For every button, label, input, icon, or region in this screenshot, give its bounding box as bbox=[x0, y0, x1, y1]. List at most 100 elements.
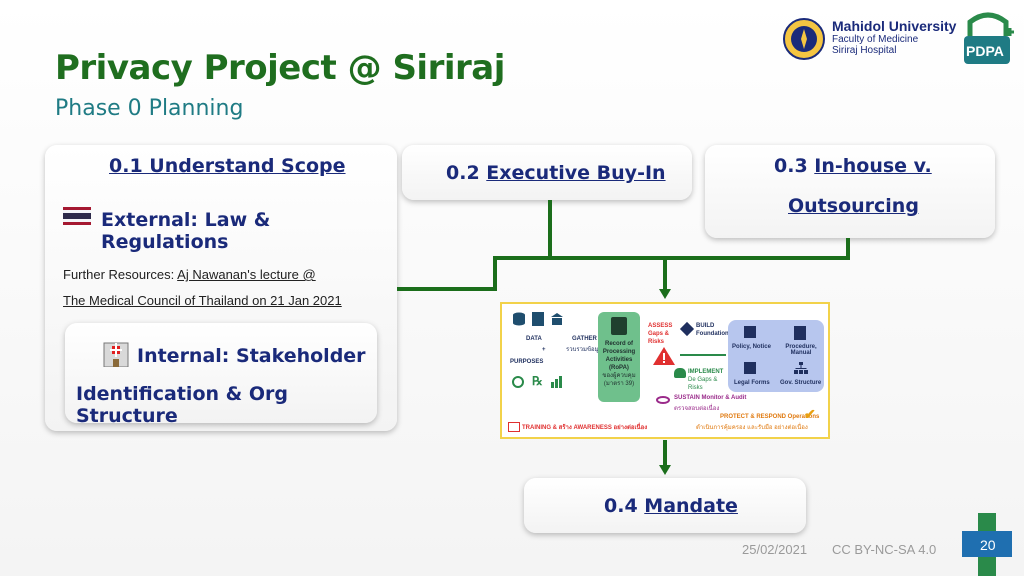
page-subtitle: Phase 0 Planning bbox=[55, 96, 244, 121]
book-icon bbox=[794, 326, 806, 340]
arrow-down-icon bbox=[659, 465, 671, 475]
protect-label: PROTECT & RESPOND Operations bbox=[720, 414, 820, 420]
internal-stakeholder-card: Internal: Stakeholder Identification & O… bbox=[65, 323, 377, 427]
rx-icon: ℞ bbox=[532, 374, 543, 388]
policy-icon bbox=[744, 326, 756, 338]
gather-th-label: รวบรวมข้อมูล bbox=[566, 347, 603, 353]
checkmark-icon: ✔ bbox=[804, 406, 816, 422]
ropa-line: Activities bbox=[605, 357, 633, 363]
inhouse-num: 0.3 bbox=[774, 155, 815, 177]
gov-label: Gov. Structure bbox=[780, 380, 822, 386]
assess-line: Risks bbox=[648, 339, 665, 345]
process-diagram: DATA + PURPOSES ℞ GATHER รวบรวมข้อมูล Re… bbox=[500, 302, 830, 439]
ropa-line: ของผู้ควบคุม bbox=[602, 373, 636, 379]
training-icon bbox=[508, 422, 520, 432]
inhouse-label-line1: 0.3 In-house v. bbox=[774, 155, 932, 177]
sustain-label: SUSTAIN Monitor & Audit bbox=[674, 395, 747, 401]
clipboard-icon bbox=[611, 317, 627, 335]
connector bbox=[548, 200, 552, 258]
pdpa-logo: PDPA bbox=[962, 10, 1014, 68]
ropa-line: Record of bbox=[604, 341, 633, 347]
connector bbox=[397, 287, 497, 291]
hospital-name: Siriraj Hospital bbox=[832, 45, 897, 56]
external-law-label: External: Law & Regulations bbox=[101, 209, 271, 253]
executive-buyin-link[interactable]: Executive Buy-In bbox=[486, 162, 666, 184]
internal-stakeholder-line2: Identification & Org Structure bbox=[76, 383, 288, 427]
chart-icon bbox=[550, 376, 564, 388]
connector bbox=[663, 256, 667, 290]
page-number: 20 bbox=[980, 537, 996, 553]
pdpa-badge-text: PDPA bbox=[966, 43, 1004, 59]
wrench-icon bbox=[679, 321, 695, 337]
ropa-line: Processing bbox=[602, 349, 636, 355]
resources-prefix: Further Resources: bbox=[63, 267, 178, 282]
footer-date: 25/02/2021 bbox=[742, 542, 808, 557]
building-icon bbox=[550, 312, 564, 326]
ropa-box: Record of Processing Activities (RoPA) ข… bbox=[598, 312, 640, 402]
policy-label: Policy, Notice bbox=[732, 344, 771, 350]
mandate-card[interactable]: 0.4 Mandate bbox=[524, 478, 806, 533]
page-number-badge: 20 bbox=[962, 513, 1012, 576]
further-resources: Further Resources: Aj Nawanan's lecture … bbox=[63, 262, 342, 314]
procedure-label: Procedure, Manual bbox=[785, 344, 817, 356]
mandate-link[interactable]: Mandate bbox=[644, 495, 738, 517]
build-text: BUILD Foundations bbox=[696, 322, 732, 338]
legal-label: Legal Forms bbox=[734, 380, 770, 386]
executive-buyin-label: 0.2 Executive Buy-In bbox=[446, 162, 666, 184]
eye-icon bbox=[656, 396, 670, 404]
build-line: Foundations bbox=[696, 331, 732, 337]
connector bbox=[493, 256, 850, 260]
training-label: TRAINING & สร้าง AWARENESS อย่างต่อเนื่อ… bbox=[522, 425, 648, 431]
document-icon bbox=[532, 312, 544, 326]
ropa-line: (RoPA) bbox=[609, 365, 629, 371]
target-icon bbox=[512, 376, 524, 388]
data-label: DATA bbox=[526, 336, 542, 342]
gather-label: GATHER bbox=[572, 336, 597, 342]
database-icon bbox=[512, 312, 526, 326]
understand-scope-title: 0.1 Understand Scope bbox=[109, 155, 346, 177]
purposes-label: PURPOSES bbox=[510, 359, 544, 365]
assess-line: ASSESS bbox=[648, 323, 673, 329]
internal-stakeholder-line1: Internal: Stakeholder bbox=[137, 345, 366, 367]
footer-license: CC BY-NC-SA 4.0 bbox=[832, 542, 937, 557]
people-icon bbox=[674, 368, 686, 378]
protect-th-label: ดำเนินการคุ้มครอง และรับมือ อย่างต่อเนื่… bbox=[696, 425, 808, 431]
implement-line: IMPLEMENT bbox=[688, 369, 724, 375]
medical-council-link[interactable]: The Medical Council of Thailand on 21 Ja… bbox=[63, 293, 342, 308]
executive-buyin-card[interactable]: 0.2 Executive Buy-In bbox=[402, 145, 692, 200]
lecture-link[interactable]: Aj Nawanan's lecture @ bbox=[177, 267, 316, 282]
hospital-icon bbox=[101, 337, 131, 368]
implement-text: IMPLEMENT De Gaps & Risks bbox=[688, 368, 723, 392]
connector bbox=[663, 440, 667, 466]
assess-line: Gaps & bbox=[648, 331, 670, 337]
institution-logo-text: Mahidol University Faculty of Medicine S… bbox=[832, 18, 956, 56]
outsourcing-link[interactable]: Outsourcing bbox=[788, 195, 919, 217]
mandate-num: 0.4 bbox=[604, 495, 645, 517]
mandate-label: 0.4 Mandate bbox=[604, 495, 738, 517]
org-chart-icon bbox=[794, 362, 808, 374]
understand-scope-card: 0.1 Understand Scope External: Law & Reg… bbox=[45, 145, 397, 431]
inhouse-link[interactable]: In-house v. bbox=[814, 155, 932, 177]
thailand-flag-icon bbox=[63, 207, 91, 225]
executive-num: 0.2 bbox=[446, 162, 487, 184]
implement-line: Risks bbox=[688, 385, 703, 391]
ropa-text: Record of Processing Activities (RoPA) ข… bbox=[598, 340, 640, 388]
university-name: Mahidol University bbox=[832, 18, 957, 34]
connector bbox=[846, 238, 850, 258]
assess-text: ASSESS Gaps & Risks bbox=[648, 322, 672, 346]
foundations-panel: Policy, Notice Procedure, Manual Legal F… bbox=[728, 320, 824, 392]
page-title: Privacy Project @ Siriraj bbox=[55, 48, 505, 88]
sustain-th-label: ตรวจสอบต่อเนื่อง bbox=[674, 406, 720, 412]
build-line: BUILD bbox=[696, 323, 715, 329]
inhouse-card[interactable]: 0.3 In-house v. Outsourcing bbox=[705, 145, 995, 238]
legal-icon bbox=[744, 362, 756, 374]
implement-line: De Gaps & bbox=[688, 377, 718, 383]
faculty-name: Faculty of Medicine bbox=[832, 34, 919, 45]
arrow-connector bbox=[680, 354, 726, 356]
mahidol-seal-icon bbox=[783, 18, 825, 60]
arrow-down-icon bbox=[659, 289, 671, 299]
warning-icon bbox=[652, 346, 676, 366]
plus-label: + bbox=[542, 347, 546, 353]
ropa-line: (มาตรา 39) bbox=[603, 381, 635, 387]
connector bbox=[493, 256, 497, 291]
